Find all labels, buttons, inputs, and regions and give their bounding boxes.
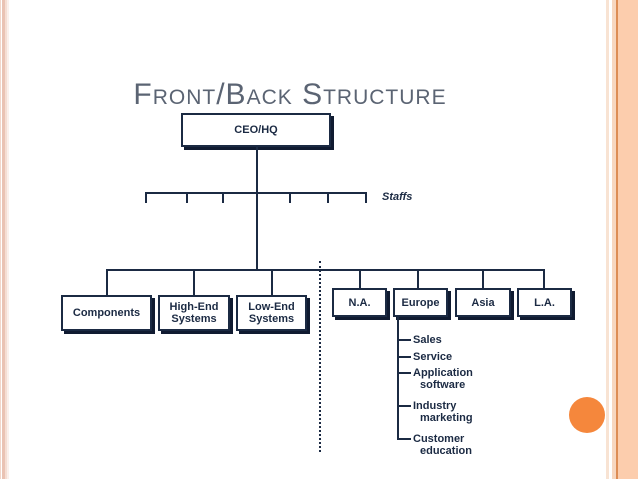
- europe-function-service: Service: [413, 351, 453, 363]
- connector-drop-na: [359, 269, 361, 288]
- europe-function-sales: Sales: [413, 334, 442, 346]
- accent-circle: [569, 397, 605, 433]
- connector-staffs-bar: [145, 192, 367, 194]
- left-border-stripe: [5, 0, 7, 479]
- connector-europe-tick-application: [397, 372, 411, 374]
- connector-europe-tick-industry: [397, 405, 411, 407]
- left-border-stripe: [7, 0, 9, 479]
- org-node-ceo: CEO/HQ: [181, 113, 331, 147]
- connector-staffs-tick: [222, 192, 224, 203]
- org-node-la: L.A.: [517, 288, 572, 317]
- connector-drop-highend: [193, 269, 195, 295]
- europe-function-application-software: Application software: [413, 367, 473, 391]
- connector-staffs-tick: [289, 192, 291, 203]
- connector-ceo-trunk: [256, 147, 258, 269]
- left-border-stripe: [0, 0, 1, 479]
- connector-staffs-tick: [327, 192, 329, 203]
- connector-drop-lowend: [271, 269, 273, 295]
- connector-europe-tick-sales: [397, 339, 411, 341]
- right-border-stripe: [606, 0, 609, 479]
- connector-drop-la: [543, 269, 545, 288]
- connector-europe-tick-customer: [397, 438, 411, 440]
- front-back-divider-dotted-line: [319, 261, 321, 452]
- left-border-stripe: [2, 0, 5, 479]
- right-border-stripe: [616, 0, 618, 479]
- connector-staffs-tick: [365, 192, 367, 203]
- connector-staffs-tick: [186, 192, 188, 203]
- europe-function-customer-education: Customer education: [413, 433, 472, 457]
- org-node-highend-systems: High-End Systems: [158, 295, 230, 331]
- org-node-europe: Europe: [393, 288, 448, 317]
- org-node-lowend-systems: Low-End Systems: [236, 295, 307, 331]
- connector-europe-spine: [397, 317, 399, 440]
- slide-title: Front/Back Structure: [133, 78, 447, 112]
- right-border-stripe: [612, 0, 616, 479]
- connector-drop-components: [106, 269, 108, 295]
- org-node-na: N.A.: [332, 288, 387, 317]
- connector-europe-tick-service: [397, 356, 411, 358]
- staffs-label: Staffs: [382, 191, 413, 203]
- right-border-stripe: [618, 0, 638, 479]
- connector-staffs-tick: [145, 192, 147, 203]
- connector-drop-europe: [417, 269, 419, 288]
- connector-drop-asia: [482, 269, 484, 288]
- europe-function-industry-marketing: Industry marketing: [413, 400, 473, 424]
- org-node-asia: Asia: [455, 288, 511, 317]
- connector-division-bar: [106, 269, 545, 271]
- org-node-components: Components: [61, 295, 152, 331]
